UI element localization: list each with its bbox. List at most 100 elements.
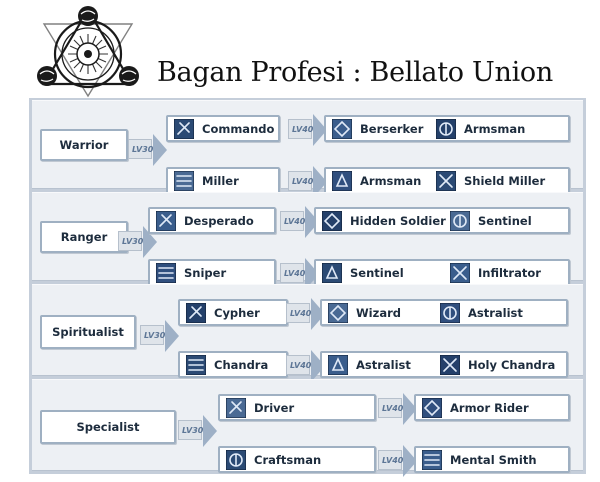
level-30-arrow: LV30: [118, 226, 157, 258]
tier2-class: Sentinel: [322, 261, 404, 284]
arrow-head-icon: [153, 134, 167, 166]
class-name: Infiltrator: [478, 265, 541, 280]
tier2-card[interactable]: Armor Rider: [414, 394, 570, 421]
armsman-icon: [332, 170, 352, 191]
arrow-head-icon: [313, 166, 327, 198]
tier2-card[interactable]: Sentinel Infiltrator: [314, 259, 570, 286]
level-label: LV40: [382, 455, 404, 465]
level-label: LV40: [284, 268, 306, 278]
arrow-head-icon: [403, 445, 417, 477]
sentinel-icon: [322, 262, 342, 283]
tier2-card[interactable]: Berserker Armsman: [324, 115, 570, 142]
level-40-arrow: LV40: [288, 114, 327, 146]
category-label: Ranger: [60, 230, 108, 244]
tier1-card[interactable]: Miller: [166, 167, 280, 194]
tier2-class: Armor Rider: [422, 396, 529, 419]
class-name: Shield Miller: [464, 173, 546, 188]
tier2-class: Hidden Soldier: [322, 209, 446, 232]
class-name: Miller: [202, 173, 239, 188]
astralist-icon: [440, 302, 460, 323]
tier2-class: Sentinel: [450, 209, 532, 232]
class-name: Hidden Soldier: [350, 213, 446, 228]
category-card[interactable]: Specialist: [40, 410, 176, 444]
level-label: LV40: [292, 124, 314, 134]
tier2-class: Astralist: [328, 353, 411, 376]
category-label: Specialist: [76, 420, 140, 434]
tier2-class: Mental Smith: [422, 448, 537, 471]
tier1-card[interactable]: Chandra: [178, 351, 288, 378]
armsman-icon: [436, 118, 456, 139]
class-name: Armsman: [464, 121, 526, 136]
commando-icon: [174, 118, 194, 139]
tier1-card[interactable]: Cypher: [178, 299, 288, 326]
miller-icon: [174, 170, 194, 191]
class-name: Craftsman: [254, 452, 322, 467]
mental-smith-icon: [422, 449, 442, 470]
class-name: Desperado: [184, 213, 254, 228]
category-card[interactable]: Warrior: [40, 129, 128, 161]
driver-icon: [226, 397, 246, 418]
class-name: Driver: [254, 400, 295, 415]
wizard-icon: [328, 302, 348, 323]
level-30-arrow: LV30: [140, 320, 179, 352]
tier2-card[interactable]: Hidden Soldier Sentinel: [314, 207, 570, 234]
tier1-card[interactable]: Sniper: [148, 259, 276, 286]
sentinel-icon: [450, 210, 470, 231]
level-30-arrow: LV30: [178, 415, 217, 447]
level-label: LV40: [292, 176, 314, 186]
level-label: LV40: [290, 360, 312, 370]
tier2-class: Berserker: [332, 117, 423, 140]
arrow-head-icon: [165, 320, 179, 352]
class-name: Sentinel: [350, 265, 404, 280]
level-40-arrow: LV40: [378, 393, 417, 425]
tier1-card[interactable]: Desperado: [148, 207, 276, 234]
tier1-card[interactable]: Commando: [166, 115, 280, 142]
class-name: Cypher: [214, 305, 260, 320]
class-name: Sniper: [184, 265, 227, 280]
tier2-card[interactable]: Armsman Shield Miller: [324, 167, 570, 194]
tier1-card[interactable]: Driver: [218, 394, 376, 421]
level-label: LV30: [122, 236, 144, 246]
level-label: LV40: [382, 403, 404, 413]
armor-rider-icon: [422, 397, 442, 418]
tier2-card[interactable]: Mental Smith: [414, 446, 570, 473]
level-label: LV30: [144, 330, 166, 340]
tier2-class: Shield Miller: [436, 169, 545, 192]
berserker-icon: [332, 118, 352, 139]
arrow-head-icon: [203, 415, 217, 447]
level-label: LV30: [182, 425, 204, 435]
holy-chandra-icon: [440, 354, 460, 375]
class-name: Wizard: [356, 305, 401, 320]
class-name: Chandra: [214, 357, 269, 372]
level-40-arrow: LV40: [378, 445, 417, 477]
tier2-class: Holy Chandra: [440, 353, 555, 376]
tier2-class: Infiltrator: [450, 261, 541, 284]
page-title: Bagan Profesi : Bellato Union: [157, 57, 553, 88]
tier2-card[interactable]: Astralist Holy Chandra: [320, 351, 568, 378]
hidden-soldier-icon: [322, 210, 342, 231]
level-40-arrow: LV40: [288, 166, 327, 198]
craftsman-icon: [226, 449, 246, 470]
category-card[interactable]: Ranger: [40, 221, 128, 253]
tier2-class: Wizard: [328, 301, 401, 324]
category-card[interactable]: Spiritualist: [40, 315, 136, 349]
tier1-card[interactable]: Craftsman: [218, 446, 376, 473]
class-name: Armsman: [360, 173, 422, 188]
tier2-class: Armsman: [436, 117, 525, 140]
desperado-icon: [156, 210, 176, 231]
level-label: LV30: [132, 144, 154, 154]
category-label: Spiritualist: [52, 325, 124, 339]
astralist-icon: [328, 354, 348, 375]
tier2-class: Armsman: [332, 169, 421, 192]
level-40-arrow: LV40: [286, 350, 325, 382]
class-name: Commando: [202, 121, 275, 136]
sniper-icon: [156, 262, 176, 283]
class-name: Mental Smith: [450, 452, 537, 467]
chandra-icon: [186, 354, 206, 375]
